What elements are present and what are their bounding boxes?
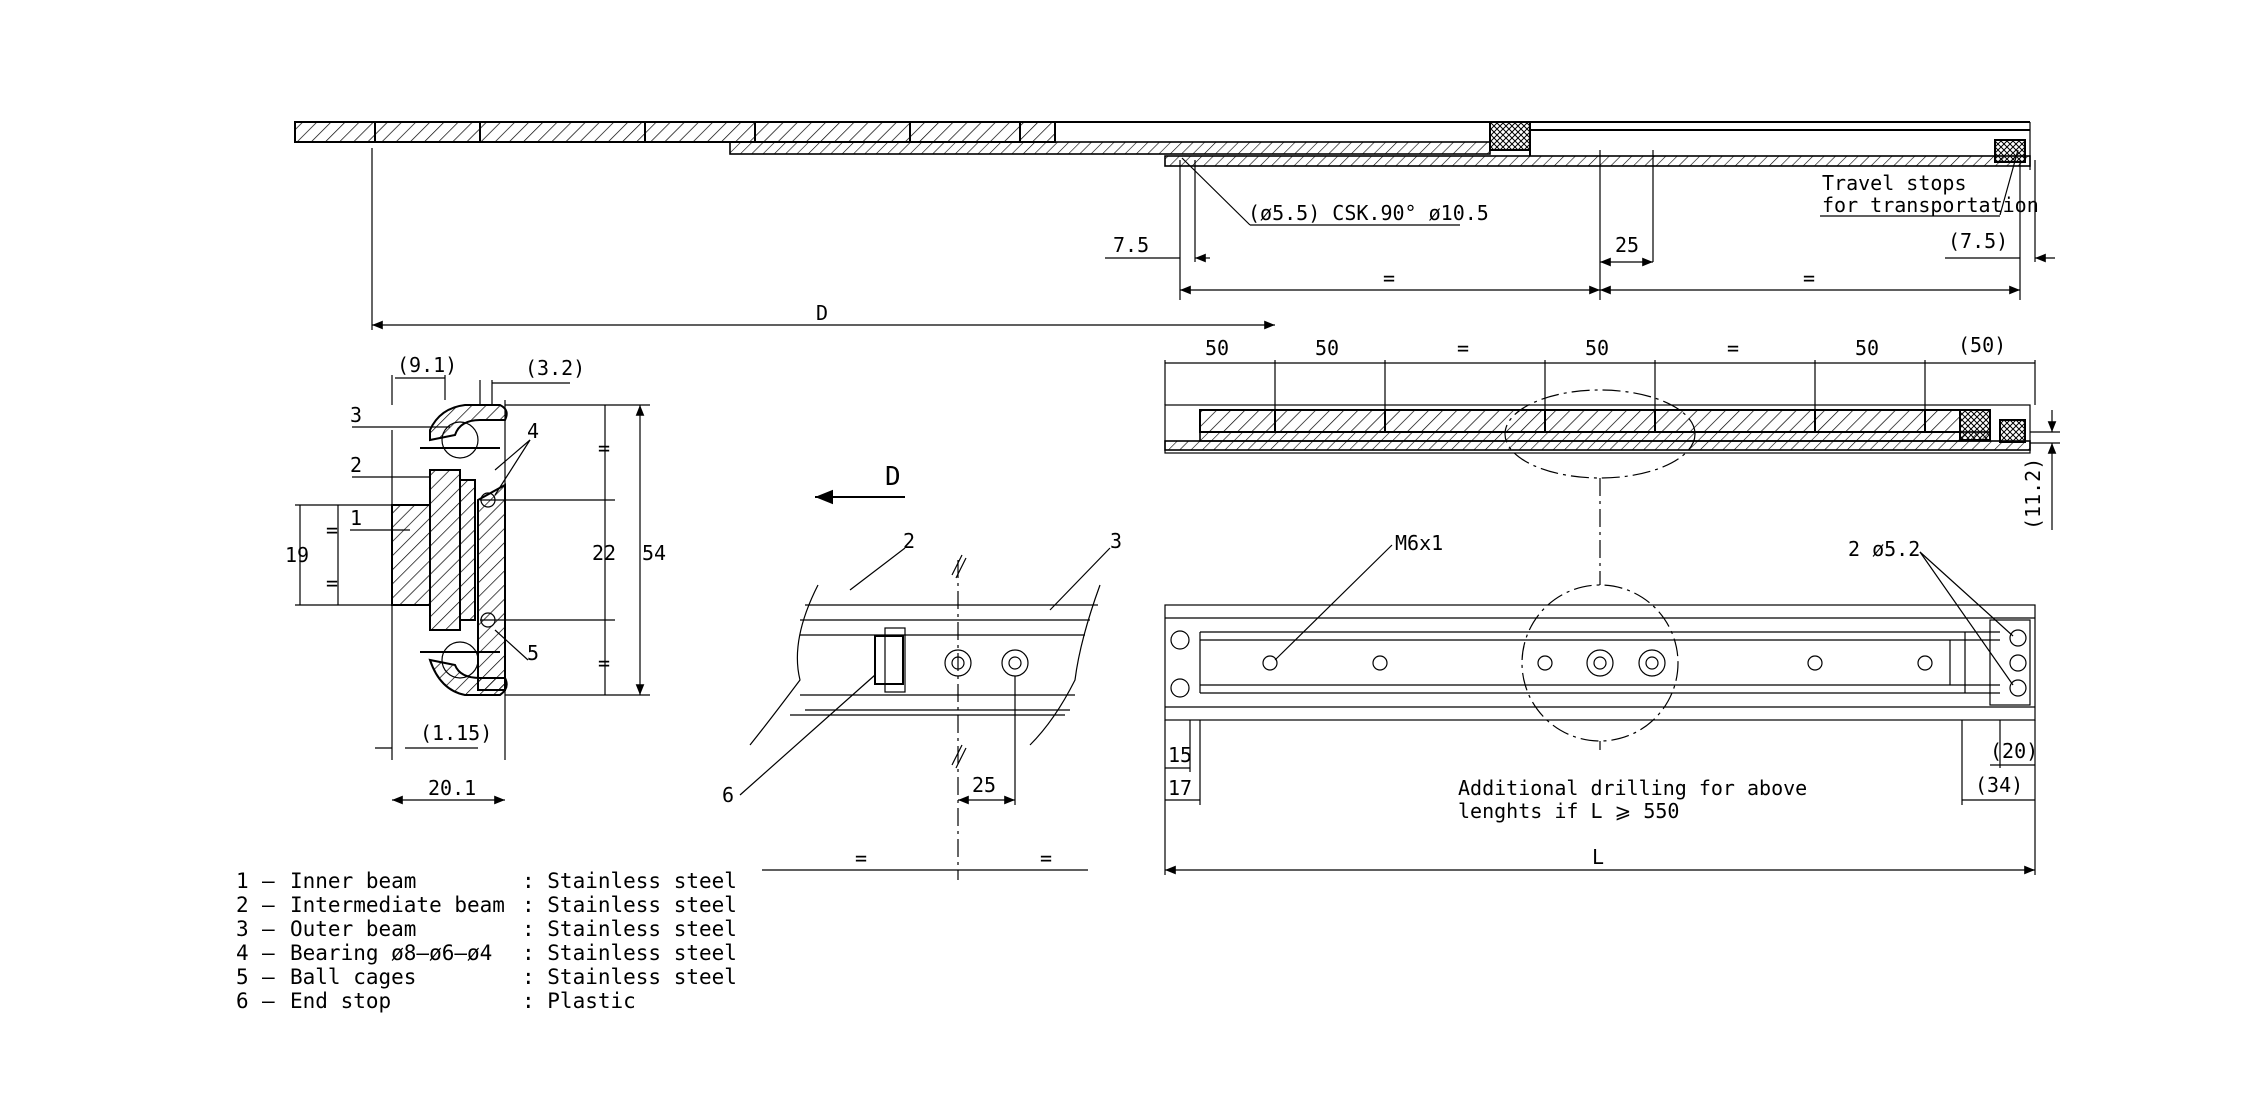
legend-num-1: 1 (236, 869, 249, 893)
legend-num-3: 3 (236, 917, 249, 941)
dim-eq-cs-l2: = (326, 571, 338, 595)
legend-name-3: Outer beam (290, 917, 416, 941)
dim-eq-detail-l: = (855, 846, 867, 870)
dim-11-2: (11.2) (2021, 458, 2045, 530)
cross-section-view: (9.1) (3.2) 54 22 = = 19 = = (1.15) 20.1… (285, 353, 666, 805)
parts-legend: 1 – Inner beam : Stainless steel 2 – Int… (236, 869, 737, 1013)
dim-19: 19 (285, 543, 309, 567)
callout-2-detail: 2 (903, 529, 915, 553)
legend-dash-4: – (262, 941, 275, 965)
dim-D: D (816, 301, 828, 325)
end-stop-detail-view: = = 25 2 3 6 (722, 529, 1122, 880)
dim-20-ref: (20) (1990, 739, 2038, 763)
dim-22: 22 (592, 541, 616, 565)
side-dimensions: 50 50 = 50 = 50 (50) (11.2) (1164, 333, 2060, 530)
legend-material-6: : Plastic (522, 989, 636, 1013)
legend-dash-5: – (262, 965, 275, 989)
closed-slide-view (1164, 389, 2031, 585)
dim-25-detail: 25 (972, 773, 996, 797)
csk-hole-label: (ø5.5) CSK.90° ø10.5 (1248, 201, 1489, 225)
additional-drilling-label-2: lenghts if L ⩾ 550 (1458, 799, 1679, 823)
dim-7-5: 7.5 (1113, 233, 1149, 257)
dim-eq-cs-l1: = (326, 518, 338, 542)
legend-dash-6: – (262, 989, 275, 1013)
dim-eq-e: = (1727, 336, 1739, 360)
legend-num-5: 5 (236, 965, 249, 989)
dim-eq-cs-bot: = (598, 651, 610, 675)
top-dimensions: 7.5 25 (7.5) = = D (ø5.5) CSK.90° ø10.5 … (371, 148, 2055, 330)
dim-3-2: (3.2) (525, 356, 585, 380)
callout-6: 6 (722, 783, 734, 807)
travel-stops-label: Travel stops (1822, 171, 1967, 195)
travel-stops-label-2: for transportation (1822, 193, 2039, 217)
thread-m6-label: M6x1 (1395, 531, 1443, 555)
legend-name-6: End stop (290, 989, 391, 1013)
dim-54: 54 (642, 541, 666, 565)
legend-name-1: Inner beam (290, 869, 416, 893)
dim-eq-c: = (1457, 336, 1469, 360)
callout-4: 4 (527, 419, 539, 443)
legend-dash-3: – (262, 917, 275, 941)
dim-eq-detail-r: = (1040, 846, 1052, 870)
dim-9-1: (9.1) (397, 353, 457, 377)
hole-5-2-label: 2 ø5.2 (1848, 537, 1920, 561)
callout-1-cs: 1 (350, 506, 362, 530)
dim-7-5-ref: (7.5) (1948, 229, 2008, 253)
callout-3-cs: 3 (350, 403, 362, 427)
legend-material-2: : Stainless steel (522, 893, 737, 917)
legend-num-6: 6 (236, 989, 249, 1013)
dim-eq-top-right: = (1803, 266, 1815, 290)
legend-name-4: Bearing ø8–ø6–ø4 (290, 941, 492, 965)
dim-17: 17 (1168, 776, 1192, 800)
mounting-hole-view: M6x1 2 ø5.2 Additional drilling for abov… (1164, 531, 2038, 875)
dim-15: 15 (1168, 743, 1192, 767)
dim-50-b: 50 (1315, 336, 1339, 360)
callout-2-cs: 2 (350, 453, 362, 477)
legend-num-2: 2 (236, 893, 249, 917)
legend-name-2: Intermediate beam (290, 893, 505, 917)
dim-20-1: 20.1 (428, 776, 476, 800)
dim-50-ref: (50) (1958, 333, 2006, 357)
legend-material-5: : Stainless steel (522, 965, 737, 989)
dim-eq-cs-top: = (598, 436, 610, 460)
direction-label: D (885, 462, 901, 492)
dim-25: 25 (1615, 233, 1639, 257)
dim-50-d: 50 (1585, 336, 1609, 360)
dim-50-f: 50 (1855, 336, 1879, 360)
dim-1-15: (1.15) (420, 721, 492, 745)
dim-L: L (1592, 845, 1604, 869)
direction-arrow: D (815, 462, 905, 505)
additional-drilling-label: Additional drilling for above (1458, 776, 1807, 800)
dim-34-ref: (34) (1975, 773, 2023, 797)
legend-name-5: Ball cages (290, 965, 416, 989)
callout-3-detail: 3 (1110, 529, 1122, 553)
extended-slide-view (294, 121, 2031, 170)
legend-dash-1: – (262, 869, 275, 893)
legend-material-3: : Stainless steel (522, 917, 737, 941)
callout-5: 5 (527, 641, 539, 665)
dim-eq-top-left: = (1383, 266, 1395, 290)
legend-material-4: : Stainless steel (522, 941, 737, 965)
legend-material-1: : Stainless steel (522, 869, 737, 893)
legend-dash-2: – (262, 893, 275, 917)
dim-50-a: 50 (1205, 336, 1229, 360)
legend-num-4: 4 (236, 941, 249, 965)
